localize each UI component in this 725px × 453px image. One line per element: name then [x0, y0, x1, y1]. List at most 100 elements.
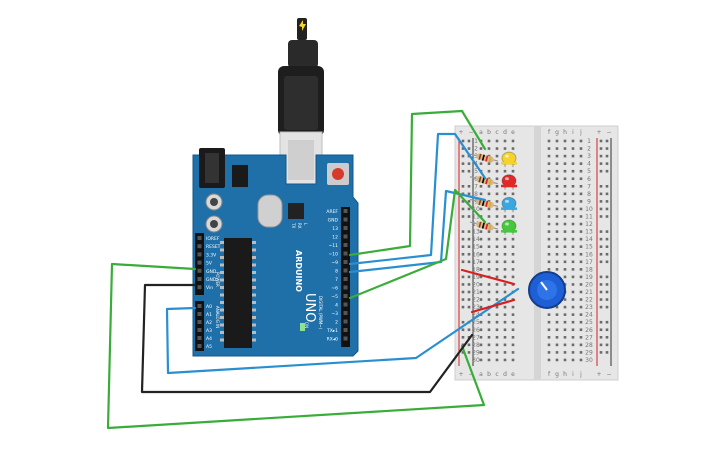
column-letter: g: [555, 371, 559, 378]
digital-pin-label: TX▸1: [326, 328, 338, 334]
header-pin: [343, 302, 348, 307]
header-pin: [197, 268, 202, 273]
column-letter: b: [487, 371, 491, 378]
power-header-label: POWER: [215, 272, 220, 287]
header-pin: [343, 277, 348, 281]
analog-pin-label: A5: [206, 344, 212, 350]
on-label: ON: [304, 322, 309, 328]
row-number: 12: [472, 221, 480, 228]
header-pin: [343, 234, 348, 239]
row-number: 18: [585, 266, 593, 273]
row-number: 9: [474, 198, 478, 205]
column-letter: f: [548, 129, 551, 136]
power-pin-label: GND: [206, 277, 217, 283]
row-number: 13: [472, 229, 480, 236]
digital-pin-label: RX◂0: [327, 337, 338, 343]
row-number: 1: [587, 138, 591, 145]
row-number: 21: [472, 289, 480, 296]
analog-pin-label: A1: [206, 312, 212, 318]
row-number: 10: [585, 206, 593, 213]
row-number: 22: [472, 297, 480, 304]
row-number: 24: [472, 312, 480, 319]
column-letter: e: [511, 371, 515, 378]
row-number: 4: [587, 161, 591, 168]
column-letter: i: [572, 371, 574, 378]
digital-pin-label: 8: [335, 269, 338, 275]
analog-pin-label: A0: [206, 304, 212, 310]
column-letter: c: [495, 371, 498, 378]
power-pin-label: GND: [206, 269, 217, 275]
row-number: 21: [585, 289, 593, 296]
column-letter: c: [495, 129, 498, 136]
brand-label: ARDUINO: [294, 250, 303, 292]
row-number: 15: [472, 244, 480, 251]
row-number: 11: [585, 214, 593, 221]
row-number: 25: [472, 319, 480, 326]
led-green-assembly: [469, 219, 517, 236]
header-pin: [343, 285, 348, 290]
column-letter: h: [563, 371, 567, 378]
wire-pot-red-2: [470, 298, 516, 314]
header-pin: [343, 251, 348, 256]
header-pin: [197, 260, 202, 265]
header-pin: [343, 217, 348, 222]
digital-pin-label: AREF: [326, 209, 338, 215]
rail-label: +: [458, 371, 463, 378]
digital-pin-label: 7: [335, 277, 338, 283]
digital-pin-label: ~9: [331, 260, 338, 266]
wire-pin9-blue-led: [348, 189, 487, 274]
resistor: [476, 221, 494, 231]
rail-label: −: [468, 129, 473, 136]
arduino-uno-board[interactable]: ARDUINO UNO DIGITAL (PWM~) POWER ANALOG …: [192, 148, 359, 357]
led-tx-label: TX: [291, 222, 296, 228]
power-pin-label: Vin: [206, 285, 213, 291]
resistor: [476, 153, 494, 163]
row-number: 16: [472, 251, 480, 258]
row-number: 27: [472, 334, 480, 341]
row-number: 23: [585, 304, 593, 311]
led-yellow-assembly: [469, 151, 517, 168]
row-number: 15: [585, 244, 593, 251]
rail-label: +: [458, 129, 463, 136]
digital-pin-label: 2: [335, 320, 338, 326]
row-number: 8: [474, 191, 478, 198]
row-number: 26: [585, 327, 593, 334]
analog-pin-label: A4: [206, 336, 212, 342]
power-pin-label: IOREF: [206, 236, 220, 242]
led-l-label: L: [303, 223, 308, 226]
header-pin: [197, 320, 202, 324]
wire-a0-potentiometer: [165, 287, 520, 375]
digital-pin-label: 4: [335, 303, 338, 309]
power-pin-label: 5V: [206, 261, 213, 267]
row-number: 30: [585, 357, 593, 364]
wire-pin10-red-led: [348, 132, 487, 266]
header-pin: [343, 319, 348, 324]
potentiometer[interactable]: [528, 271, 566, 309]
header-pin: [197, 277, 202, 281]
model-label: UNO: [302, 293, 317, 322]
header-pin: [197, 312, 202, 316]
row-number: 14: [585, 236, 593, 243]
row-number: 3: [587, 153, 591, 160]
row-number: 7: [587, 183, 591, 190]
row-number: 17: [585, 259, 593, 266]
row-number: 1: [474, 138, 478, 145]
column-letter: f: [548, 371, 551, 378]
row-number: 9: [587, 198, 591, 205]
column-letter: g: [555, 129, 559, 136]
digital-header-label: DIGITAL (PWM~): [318, 296, 323, 330]
header-pin: [343, 243, 348, 247]
row-number: 27: [585, 334, 593, 341]
row-number: 16: [585, 251, 593, 258]
rail-label: −: [606, 371, 611, 378]
row-number: 8: [587, 191, 591, 198]
row-number: 3: [474, 153, 478, 160]
rail-label: +: [596, 129, 601, 136]
rail-label: −: [468, 371, 473, 378]
row-number: 20: [585, 281, 593, 288]
header-pin: [343, 328, 348, 332]
column-letter: i: [572, 129, 574, 136]
